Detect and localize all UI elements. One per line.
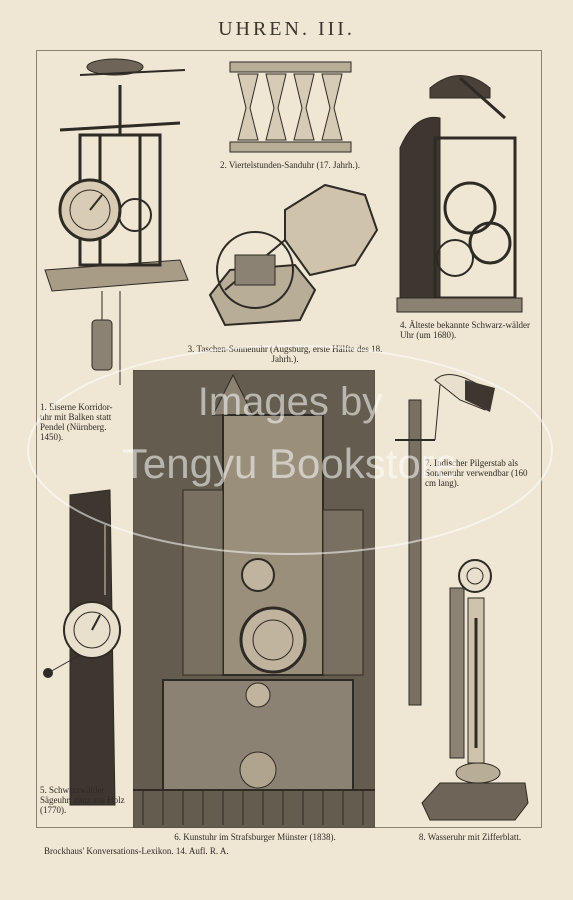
figure-6-strasbourg-clock: [133, 370, 375, 828]
caption-6: 6. Kunstuhr im Strafsburger Münster (183…: [174, 832, 336, 842]
page-title: UHREN. III.: [218, 18, 355, 40]
caption-1: 1. Eiserne Korridor-uhr mit Balken statt…: [40, 402, 113, 442]
caption-3: 3. Taschen-Sonnenuhr (Augsburg, erste Hä…: [187, 344, 383, 364]
figure-5-saw-clock: [43, 489, 121, 806]
figure-1-iron-clock: [44, 58, 189, 385]
watermark-line-2: Tengyu Bookstore: [121, 440, 459, 487]
caption-5: 5. Schwarzwälder Sägeuhr, ganz aus Holz …: [40, 785, 125, 815]
caption-8: 8. Wasseruhr mit Zifferblatt.: [418, 832, 522, 842]
figure-3-sundial: [208, 183, 379, 327]
caption-2: 2. Viertelstunden-Sanduhr (17. Jahrh.).: [219, 160, 360, 170]
figure-4-blackforest-clock: [396, 75, 523, 313]
watermark-line-1: Images by: [197, 380, 383, 424]
figure-2-hourglass: [229, 61, 352, 153]
caption-4: 4. Älteste bekannte Schwarz-wälder Uhr (…: [400, 320, 530, 340]
figure-8-water-clock: [421, 559, 529, 821]
caption-7: 7. Indischer Pilgerstab als Sonnenuhr ve…: [425, 458, 528, 488]
figure-7-pilgrim-staff: [395, 374, 495, 706]
footer-credit: Brockhaus' Konversations-Lexikon. 14. Au…: [44, 846, 229, 856]
watermark-ellipse: [27, 345, 553, 555]
